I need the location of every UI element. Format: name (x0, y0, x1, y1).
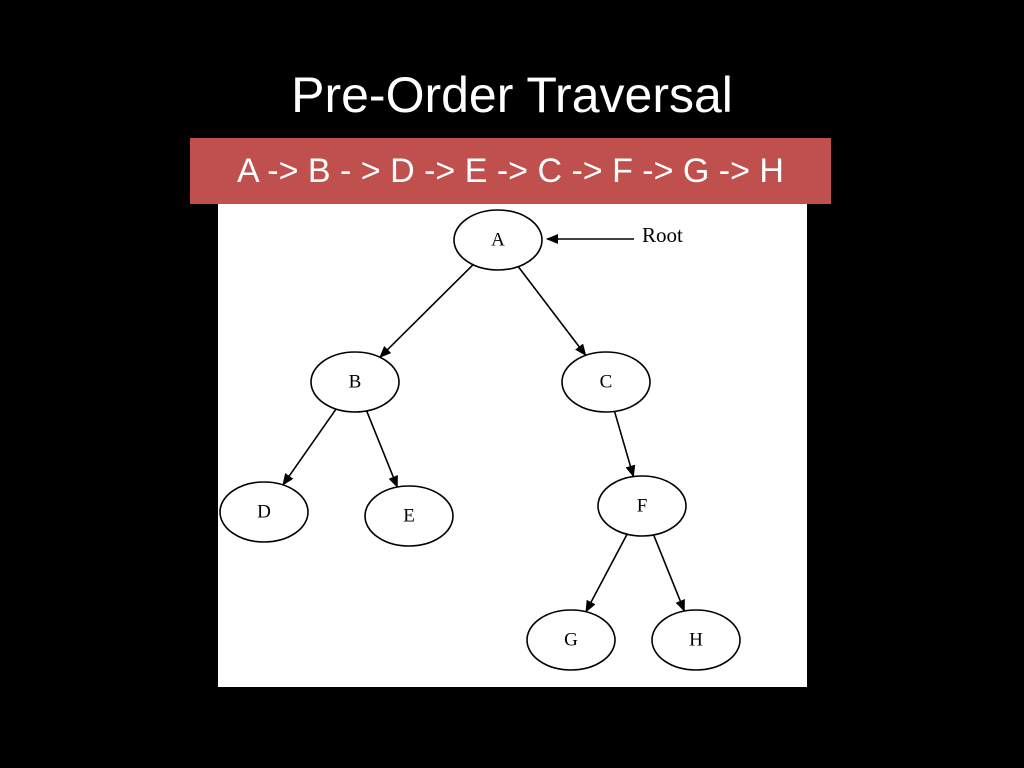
node-label: H (689, 629, 703, 650)
tree-node-g: G (526, 609, 616, 671)
tree-node-e: E (364, 485, 454, 547)
edge-f-h (652, 534, 686, 612)
tree-node-c: C (561, 351, 651, 413)
tree-node-a: A (453, 209, 543, 271)
node-label: E (403, 505, 415, 526)
node-ellipse (651, 609, 741, 671)
node-label: G (564, 629, 578, 650)
nodes-layer: A B C D E F G H (219, 209, 741, 671)
node-ellipse (597, 475, 687, 537)
tree-node-b: B (310, 351, 400, 413)
node-label: D (257, 501, 271, 522)
node-ellipse (561, 351, 651, 413)
edge-b-d (282, 408, 337, 486)
node-ellipse (310, 351, 400, 413)
node-ellipse (219, 481, 309, 543)
slide-title: Pre-Order Traversal (291, 67, 733, 123)
node-label: C (600, 371, 613, 392)
node-ellipse (526, 609, 616, 671)
node-label: F (637, 495, 648, 516)
node-ellipse (453, 209, 543, 271)
edge-b-e (365, 410, 399, 488)
tree-node-h: H (651, 609, 741, 671)
root-label: Root (642, 223, 683, 247)
edges-layer (282, 264, 686, 613)
edge-a-c (517, 266, 587, 357)
traversal-sequence-banner: A -> B - > D -> E -> C -> F -> G -> H (190, 138, 831, 204)
node-ellipse (364, 485, 454, 547)
node-label: B (349, 371, 362, 392)
tree-node-d: D (219, 481, 309, 543)
edge-a-b (379, 264, 474, 358)
root-callout: Root (546, 223, 683, 247)
edge-f-g (585, 533, 628, 613)
tree-node-f: F (597, 475, 687, 537)
node-label: A (491, 229, 505, 250)
edge-c-f (613, 411, 636, 478)
diagram-panel (218, 200, 807, 687)
